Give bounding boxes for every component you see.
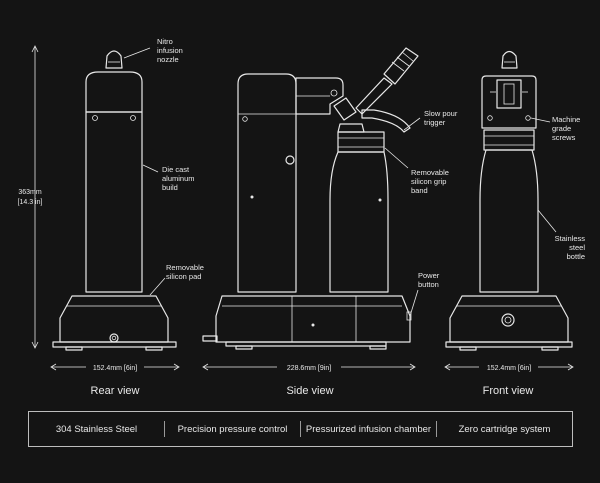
- feature-zero-cartridge: Zero cartridge system: [458, 423, 551, 435]
- front-width-label: 152.4mm [6in]: [487, 365, 531, 372]
- front-view-drawing: [445, 50, 573, 351]
- callout-pad-1: Removable: [166, 263, 204, 272]
- feature-stainless-steel: 304 Stainless Steel: [55, 423, 138, 435]
- callout-power-1: Power: [418, 271, 440, 280]
- callout-nozzle-2: infusion: [157, 46, 183, 55]
- callout-trigger-1: Slow pour: [424, 109, 458, 118]
- rear-width-label: 152.4mm [6in]: [93, 365, 137, 372]
- callout-nozzle-3: nozzle: [157, 55, 179, 64]
- feature-divider: [164, 421, 165, 437]
- callout-grip-1: Removable: [411, 168, 449, 177]
- feature-infusion-chamber: Pressurized infusion chamber: [305, 423, 432, 435]
- rear-callouts: Nitro infusion nozzle Die cast aluminum …: [123, 37, 204, 296]
- callout-trigger-2: trigger: [424, 118, 446, 127]
- feature-divider: [300, 421, 301, 437]
- callout-bottle-1: Stainless: [555, 234, 586, 243]
- feature-bar: 304 Stainless Steel Precision pressure c…: [28, 411, 573, 447]
- feature-pressure-control: Precision pressure control: [177, 423, 288, 435]
- front-width-dimension: 152.4mm [6in]: [444, 363, 574, 372]
- side-view-title: Side view: [286, 385, 333, 397]
- height-mm-label: 363mm: [18, 189, 42, 196]
- callout-bottle-3: bottle: [567, 252, 585, 261]
- callout-nozzle-1: Nitro: [157, 37, 173, 46]
- side-view-drawing: [202, 47, 419, 350]
- callout-body-1: Die cast: [162, 165, 190, 174]
- callout-pad-2: silicon pad: [166, 272, 201, 281]
- callout-grip-3: band: [411, 186, 428, 195]
- height-dimension: 363mm [14.3 in]: [18, 45, 43, 349]
- rear-view-drawing: [52, 50, 177, 351]
- feature-divider: [436, 421, 437, 437]
- side-width-dimension: 228.6mm [9in]: [202, 363, 416, 372]
- side-callouts: Slow pour trigger Removable silicon grip…: [384, 109, 458, 317]
- callout-body-2: aluminum: [162, 174, 195, 183]
- rear-view-title: Rear view: [91, 385, 140, 397]
- height-in-label: [14.3 in]: [18, 199, 43, 206]
- callout-screws-2: grade: [552, 124, 571, 133]
- callout-screws-1: Machine: [552, 115, 580, 124]
- side-width-label: 228.6mm [9in]: [287, 365, 331, 372]
- callout-screws-3: screws: [552, 133, 576, 142]
- front-view-title: Front view: [483, 385, 534, 397]
- callout-power-2: button: [418, 280, 439, 289]
- callout-grip-2: silicon grip: [411, 177, 446, 186]
- front-callouts: Machine grade screws Stainless steel bot…: [530, 115, 586, 261]
- callout-body-3: build: [162, 183, 178, 192]
- rear-width-dimension: 152.4mm [6in]: [50, 363, 180, 372]
- callout-bottle-2: steel: [569, 243, 585, 252]
